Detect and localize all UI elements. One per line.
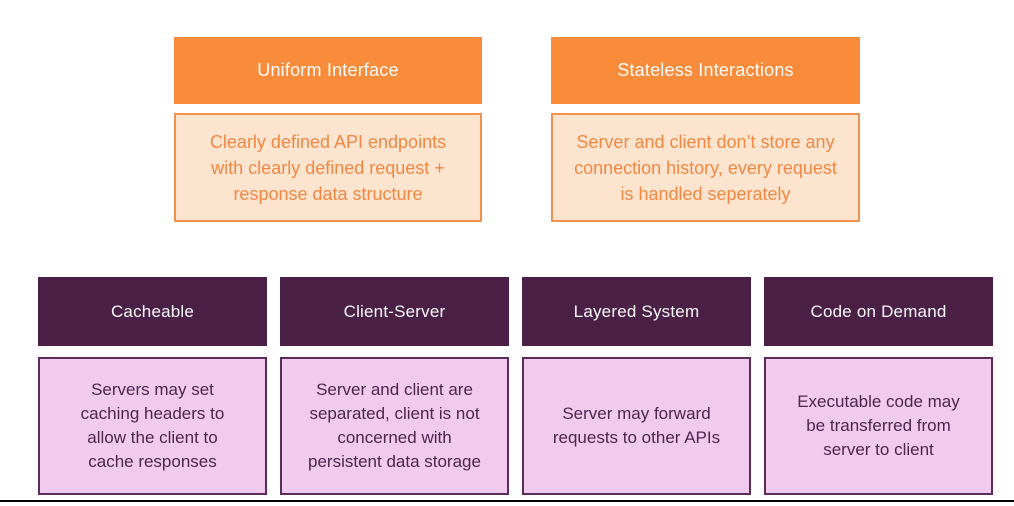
- card-title-stateless-interactions: Stateless Interactions: [551, 37, 860, 104]
- card-description-layered-system: Server may forward requests to other API…: [522, 357, 751, 495]
- card-layered-system: Layered System Server may forward reques…: [522, 277, 751, 495]
- card-description-code-on-demand: Executable code may be transferred from …: [764, 357, 993, 495]
- card-description-cacheable: Servers may set caching headers to allow…: [38, 357, 267, 495]
- card-cacheable: Cacheable Servers may set caching header…: [38, 277, 267, 495]
- card-client-server: Client-Server Server and client are sepa…: [280, 277, 509, 495]
- card-title-client-server: Client-Server: [280, 277, 509, 346]
- card-uniform-interface: Uniform Interface Clearly defined API en…: [174, 37, 482, 222]
- card-description-client-server: Server and client are separated, client …: [280, 357, 509, 495]
- card-title-layered-system: Layered System: [522, 277, 751, 346]
- card-title-uniform-interface: Uniform Interface: [174, 37, 482, 104]
- card-title-cacheable: Cacheable: [38, 277, 267, 346]
- card-description-uniform-interface: Clearly defined API endpoints with clear…: [174, 113, 482, 222]
- bottom-divider-line: [0, 500, 1014, 502]
- card-title-code-on-demand: Code on Demand: [764, 277, 993, 346]
- card-code-on-demand: Code on Demand Executable code may be tr…: [764, 277, 993, 495]
- card-stateless-interactions: Stateless Interactions Server and client…: [551, 37, 860, 222]
- card-description-stateless-interactions: Server and client don’t store any connec…: [551, 113, 860, 222]
